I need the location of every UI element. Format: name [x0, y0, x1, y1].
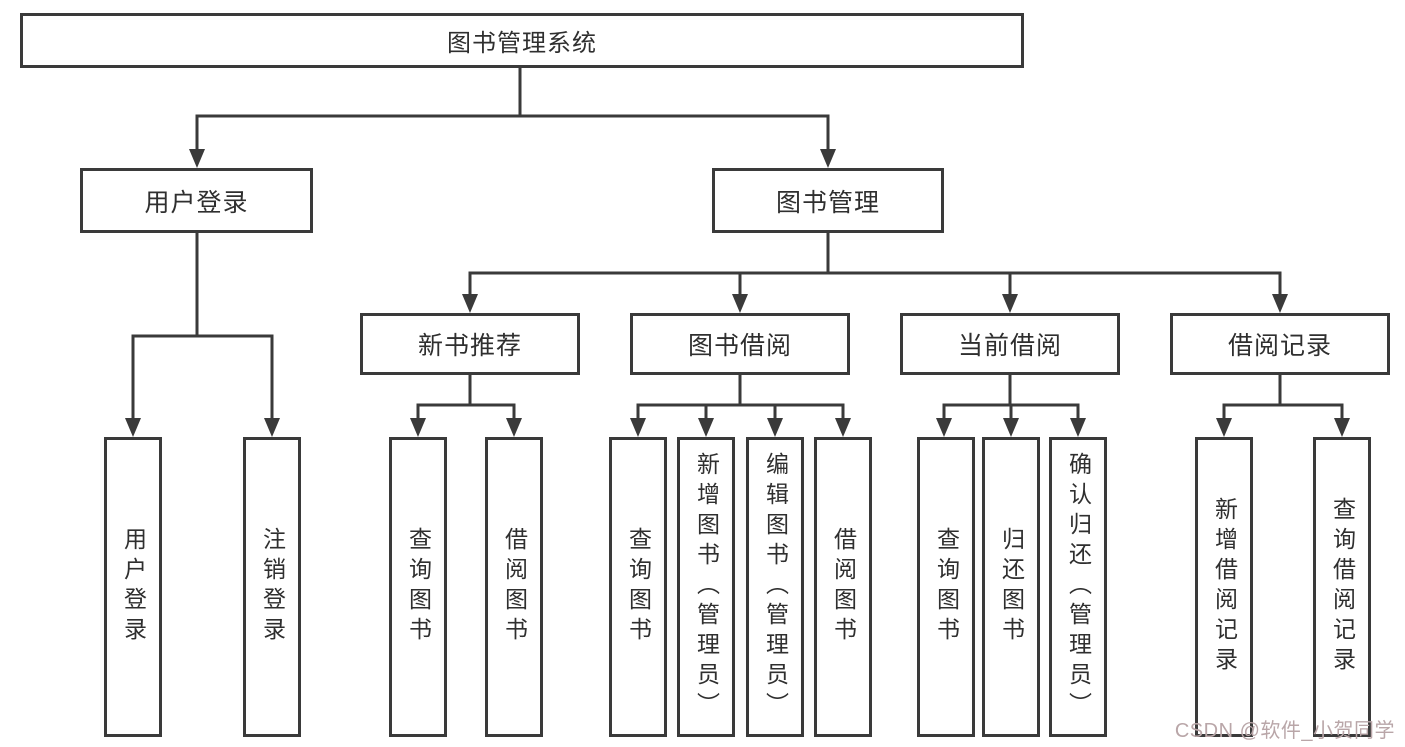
- leaf-query-books-recommend: 查询图书: [389, 437, 447, 737]
- leaf-user-login: 用户登录: [104, 437, 162, 737]
- leaf-add-books-admin: 新增图书（管理员）: [677, 437, 735, 737]
- leaf-confirm-return-admin: 确认归还（管理员）: [1049, 437, 1107, 737]
- leaf-add-borrow-record: 新增借阅记录: [1195, 437, 1253, 737]
- leaf-logout: 注销登录: [243, 437, 301, 737]
- node-new-book-recommend: 新书推荐: [360, 313, 580, 375]
- leaf-borrow-books-borrowing: 借阅图书: [814, 437, 872, 737]
- node-library-management-system: 图书管理系统: [20, 13, 1024, 68]
- node-current-borrowing: 当前借阅: [900, 313, 1120, 375]
- node-book-management: 图书管理: [712, 168, 944, 233]
- node-book-borrowing: 图书借阅: [630, 313, 850, 375]
- csdn-watermark: CSDN @软件_小贺同学: [1174, 720, 1395, 742]
- node-user-login: 用户登录: [80, 168, 313, 233]
- leaf-query-borrow-record: 查询借阅记录: [1313, 437, 1371, 737]
- leaf-query-books-borrowing: 查询图书: [609, 437, 667, 737]
- leaf-query-books-current: 查询图书: [917, 437, 975, 737]
- leaf-return-books: 归还图书: [982, 437, 1040, 737]
- leaf-borrow-books-recommend: 借阅图书: [485, 437, 543, 737]
- leaf-edit-books-admin: 编辑图书（管理员）: [746, 437, 804, 737]
- node-borrowing-records: 借阅记录: [1170, 313, 1390, 375]
